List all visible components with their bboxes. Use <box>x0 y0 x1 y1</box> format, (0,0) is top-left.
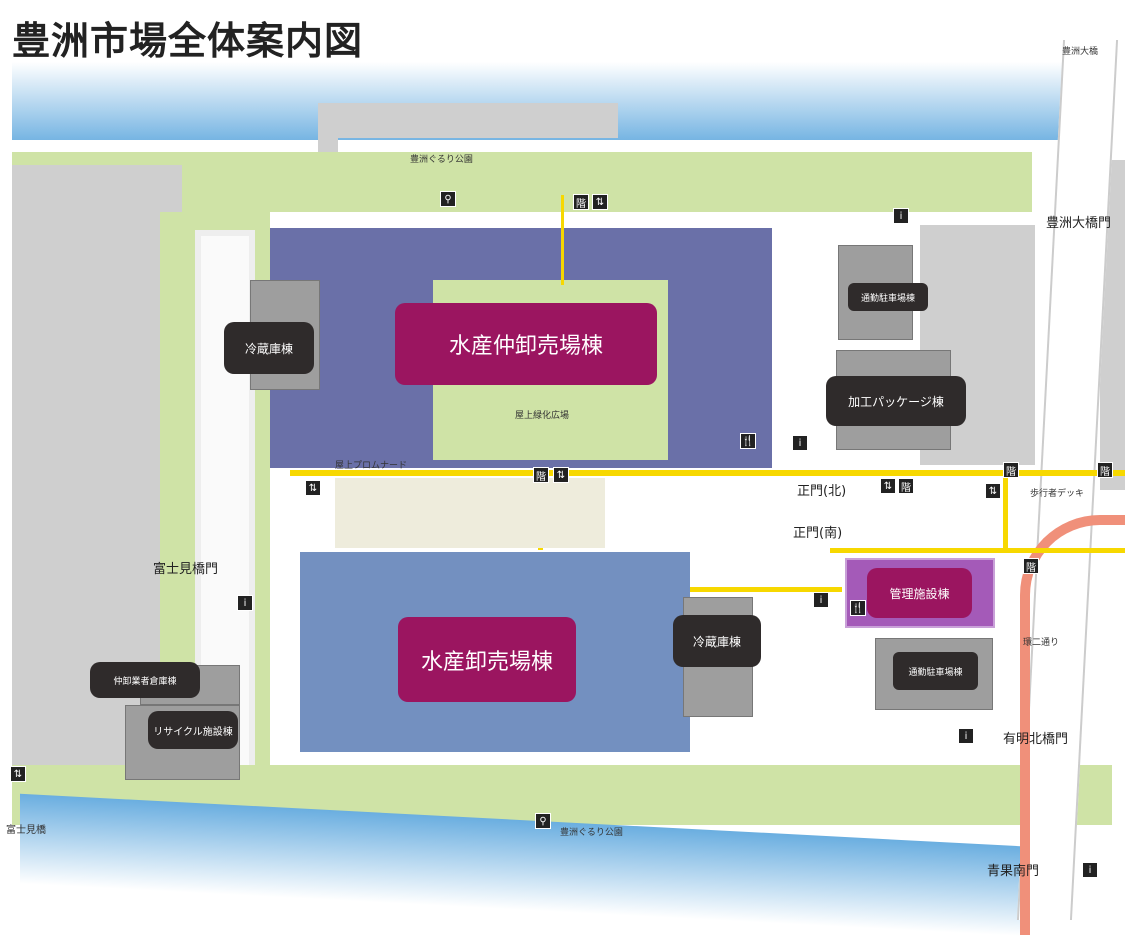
fujimi-bridge-label: 富士見橋 <box>6 825 46 836</box>
elevator-icon: ⇅ <box>553 467 569 483</box>
main-north-gate[interactable]: 正門(北) <box>797 484 847 499</box>
info-icon[interactable]: i <box>1082 862 1098 878</box>
stairs-icon: 階 <box>1023 558 1039 574</box>
info-icon[interactable]: i <box>813 592 829 608</box>
toyosu-ohashi-label: 豊洲大橋 <box>1062 47 1099 57</box>
deck-vertical <box>1003 475 1008 553</box>
elevator-icon: ⇅ <box>880 478 896 494</box>
seika-south-gate[interactable]: 青果南門 <box>987 864 1040 879</box>
dealer-warehouse-label[interactable]: 仲卸業者倉庫棟 <box>90 662 200 698</box>
fujimi-gate[interactable]: 富士見橋門 <box>153 562 219 577</box>
intermediate-wholesale-label[interactable]: 水産仲卸売場棟 <box>395 303 657 385</box>
restroom-icon: ⚲ <box>440 191 456 207</box>
elevator-icon: ⇅ <box>985 483 1001 499</box>
stairs-icon: 階 <box>533 467 549 483</box>
crosswalk-area <box>335 478 605 548</box>
shore-road <box>12 140 1112 152</box>
cold-storage-north-label[interactable]: 冷蔵庫棟 <box>224 322 314 374</box>
admin-path <box>677 587 842 592</box>
north-connector <box>561 195 564 285</box>
elevator-icon: ⇅ <box>592 194 608 210</box>
promenade-path <box>290 470 1125 476</box>
pier <box>318 103 618 138</box>
deck-path <box>830 548 1125 553</box>
park-strip-north <box>12 152 1032 212</box>
park-north-label: 豊洲ぐるり公園 <box>410 155 473 165</box>
info-icon[interactable]: i <box>893 208 909 224</box>
processing-package-label[interactable]: 加工パッケージ棟 <box>826 376 966 426</box>
main-south-gate[interactable]: 正門(南) <box>793 526 843 541</box>
restaurant-icon: 🍴 <box>740 433 756 449</box>
info-icon[interactable]: i <box>792 435 808 451</box>
restroom-icon: ⚲ <box>535 813 551 829</box>
page-title: 豊洲市場全体案内図 <box>12 19 364 63</box>
pedestrian-deck-label: 歩行者デッキ <box>1030 489 1085 499</box>
info-icon[interactable]: i <box>958 728 974 744</box>
toyosu-ohashi-gate[interactable]: 豊洲大橋門 <box>1046 216 1112 231</box>
elevator-icon: ⇅ <box>305 480 321 496</box>
ariake-kita-gate[interactable]: 有明北橋門 <box>1003 732 1069 747</box>
administration-label[interactable]: 管理施設棟 <box>867 568 972 618</box>
stairs-icon: 階 <box>1003 462 1019 478</box>
pier-arm <box>318 118 338 158</box>
roof-garden-label: 屋上緑化広場 <box>515 411 570 421</box>
cold-storage-south-label[interactable]: 冷蔵庫棟 <box>673 615 761 667</box>
info-icon[interactable]: i <box>237 595 253 611</box>
recycling-label[interactable]: リサイクル施設棟 <box>148 711 238 749</box>
promenade-label: 屋上プロムナード <box>335 461 408 471</box>
stairs-icon: 階 <box>573 194 589 210</box>
park-south-label: 豊洲ぐるり公園 <box>560 828 623 838</box>
kanni-dori-label: 環二通り <box>1023 638 1060 648</box>
rail-line <box>1020 515 1125 935</box>
stairs-icon: 階 <box>898 478 914 494</box>
elevator-icon: ⇅ <box>10 766 26 782</box>
commuter-parking-north-label[interactable]: 通勤駐車場棟 <box>848 283 928 311</box>
stairs-icon: 階 <box>1097 462 1113 478</box>
commuter-parking-south-label[interactable]: 通勤駐車場棟 <box>893 652 978 690</box>
wholesale-label[interactable]: 水産卸売場棟 <box>398 617 576 702</box>
restaurant-icon: 🍴 <box>850 600 866 616</box>
